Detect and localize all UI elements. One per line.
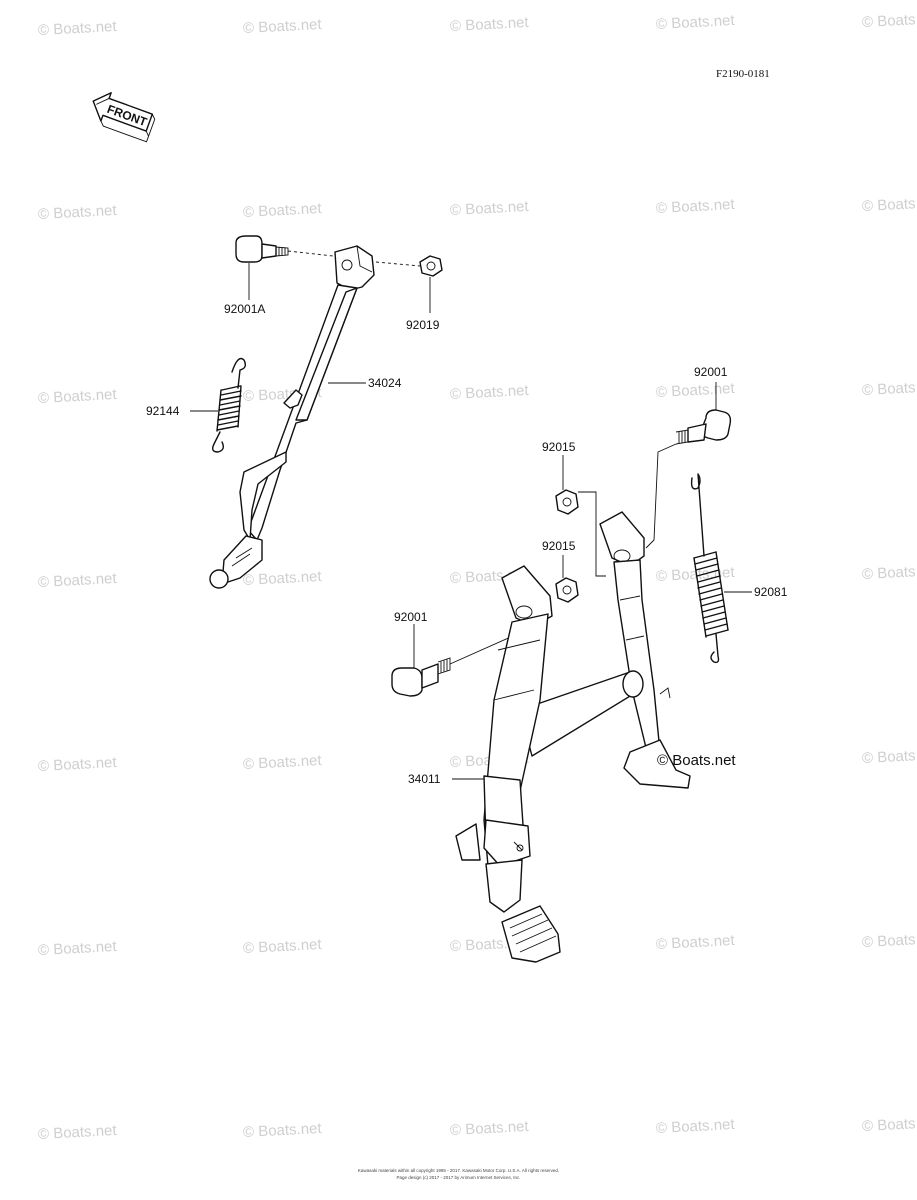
label-92019: 92019: [406, 318, 440, 332]
sidestand-34024: [209, 245, 375, 589]
front-label: FRONT: [105, 102, 149, 130]
label-92001a: 92001A: [224, 302, 265, 316]
footer-design-credit: Page design (c) 2017 - 2017 by Arimum In…: [396, 1175, 521, 1180]
label-92015-upper: 92015: [542, 440, 576, 454]
label-92001-left: 92001: [394, 610, 428, 624]
front-arrow-icon: FRONT: [92, 92, 156, 143]
label-92144: 92144: [146, 404, 180, 418]
figure-code: F2190-0181: [716, 68, 770, 80]
label-92081: 92081: [754, 585, 788, 599]
nut-92015-lower: [555, 577, 579, 603]
nut-92019: [375, 255, 443, 277]
label-92001-right: 92001: [694, 365, 728, 379]
footer-copyright: Kawasaki materials within all copyright …: [357, 1168, 560, 1173]
bolt-92001a: [235, 235, 334, 263]
bolt-92001-right: [645, 409, 732, 549]
mainstand-34011: [455, 511, 691, 963]
label-92015-lower: 92015: [542, 539, 576, 553]
spring-92144: [211, 357, 247, 453]
label-34024: 34024: [368, 376, 402, 390]
spring-92081: [690, 473, 729, 664]
nut-92015-upper: [555, 489, 606, 577]
label-34011: 34011: [408, 772, 441, 786]
inline-watermark: © Boats.net: [657, 752, 736, 769]
